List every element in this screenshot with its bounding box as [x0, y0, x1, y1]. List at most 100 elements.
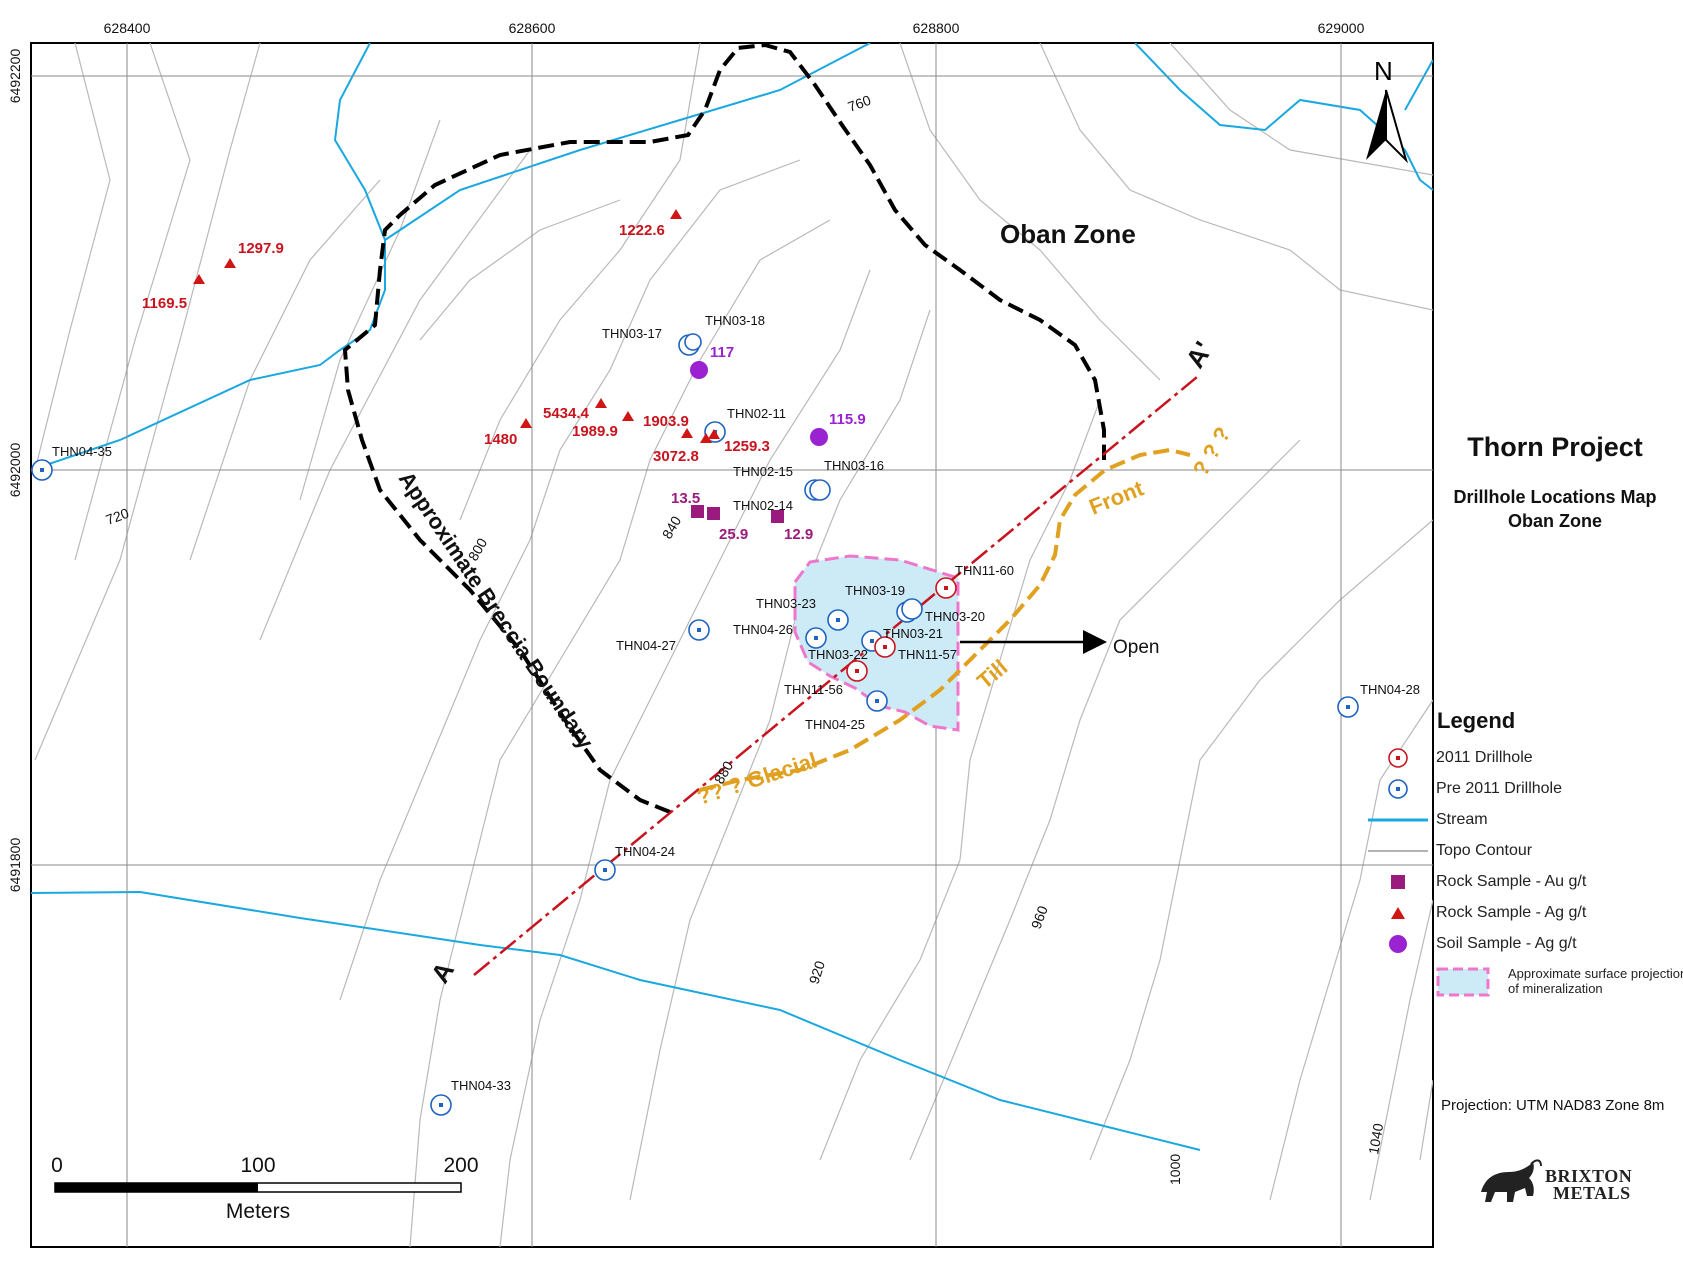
legend-item-mineralization: Approximate surface projection of minera…	[1436, 963, 1683, 999]
legend-label: Rock Sample - Ag g/t	[1436, 904, 1587, 921]
pre2011-drillholes	[31, 333, 1359, 1116]
legend-label: Topo Contour	[1436, 842, 1533, 859]
ag-value: 1297.9	[238, 240, 284, 257]
label-thn03-16: THN03-16	[824, 458, 884, 473]
legend-item-soil-ag: Soil Sample - Ag g/t	[1389, 930, 1577, 958]
svg-text:629000: 629000	[1318, 20, 1365, 36]
drillhole-2011-icon	[1388, 748, 1408, 768]
au-square	[707, 507, 720, 520]
soil-samples-ag	[690, 361, 828, 446]
au-value: 12.9	[784, 526, 813, 543]
drillhole-thn11-60	[935, 577, 957, 599]
stream-north-east	[1134, 43, 1433, 191]
legend-label: Pre 2011 Drillhole	[1436, 780, 1562, 797]
label-thn02-11: THN02-11	[727, 406, 786, 421]
projection-note: Projection: UTM NAD83 Zone 8m	[1441, 1097, 1665, 1114]
y-axis-ticks: 6492200 6492000 6491800	[7, 49, 23, 893]
breccia-boundary	[342, 43, 1106, 814]
legend-label: Stream	[1436, 811, 1488, 828]
contour-label-960: 960	[1028, 903, 1051, 931]
drillhole-thn04-28	[1337, 696, 1359, 718]
drillhole-thn04-24	[594, 859, 616, 881]
bull-icon	[1481, 1159, 1542, 1202]
contour-label-760: 760	[846, 92, 874, 115]
drillhole-thn04-25	[866, 690, 888, 712]
au-value: 13.5	[671, 490, 700, 507]
soil-dot	[690, 361, 708, 379]
ag-value: 3072.8	[653, 448, 699, 465]
legend-item-rock-au: Rock Sample - Au g/t	[1391, 868, 1587, 896]
rock-samples-au	[691, 505, 784, 523]
x-axis-ticks: 628400 628600 628800 629000	[104, 20, 1365, 36]
label-thn04-27: THN04-27	[616, 638, 676, 653]
au-square	[691, 505, 704, 518]
ag-triangle	[193, 274, 205, 284]
drillhole-thn11-57	[874, 636, 896, 658]
north-arrow-icon: N	[1366, 56, 1409, 164]
label-thn03-17: THN03-17	[602, 326, 662, 341]
open-label: Open	[1113, 637, 1159, 658]
au-value: 25.9	[719, 526, 748, 543]
drillhole-thn03-16	[809, 479, 831, 501]
section-line-a-a-prime	[473, 376, 1198, 976]
label-thn04-24: THN04-24	[615, 844, 675, 859]
legend-label: 2011 Drillhole	[1436, 749, 1533, 766]
svg-text:6492000: 6492000	[7, 443, 23, 498]
ag-value: 1480	[484, 431, 517, 448]
rock-samples-ag	[193, 209, 720, 443]
scale-bar: 0 100 200 Meters	[51, 1154, 478, 1223]
triangle-icon	[1391, 907, 1405, 919]
label-thn04-33: THN04-33	[451, 1078, 511, 1093]
soil-dot	[810, 428, 828, 446]
ag-value: 5434.4	[543, 405, 590, 422]
svg-text:628800: 628800	[913, 20, 960, 36]
label-thn04-28: THN04-28	[1360, 682, 1420, 697]
ag-triangle	[670, 209, 682, 219]
drillhole-pre2011-icon	[1388, 779, 1408, 799]
label-thn11-57: THN11-57	[898, 647, 957, 662]
drillhole-labels: THN03-17 THN03-18 THN02-11 THN02-15 THN0…	[52, 313, 1420, 1093]
rock-sample-ag-labels: 1297.9 1169.5 1222.6 5434.4 1480 1989.9 …	[142, 222, 770, 465]
drillhole-thn04-26	[805, 627, 827, 649]
label-thn02-14: THN02-14	[733, 498, 793, 513]
logo-text-line1: BRIXTON	[1545, 1166, 1633, 1186]
contour-label-720: 720	[104, 505, 132, 528]
ag-triangle	[681, 428, 693, 438]
ag-value: 1989.9	[572, 423, 618, 440]
ag-triangle	[224, 258, 236, 268]
streams	[31, 43, 1433, 1151]
ag-value: 1169.5	[142, 295, 187, 312]
label-thn03-18: THN03-18	[705, 313, 765, 328]
stream-north-west	[31, 43, 386, 471]
label-thn03-23: THN03-23	[756, 596, 816, 611]
ag-triangle	[622, 411, 634, 421]
legend-item-pre2011-drillhole: Pre 2011 Drillhole	[1388, 775, 1562, 803]
drillhole-thn03-20	[901, 598, 923, 620]
stream-south	[31, 890, 1201, 1151]
svg-text:628600: 628600	[509, 20, 556, 36]
legend-item-topo-contour: Topo Contour	[1368, 837, 1533, 865]
label-thn04-26: THN04-26	[733, 622, 793, 637]
square-icon	[1391, 875, 1405, 889]
legend-label: Soil Sample - Ag g/t	[1436, 935, 1577, 952]
map-subtitle: Drillhole Locations Map	[1453, 487, 1657, 507]
legend-item-stream: Stream	[1368, 806, 1488, 834]
legend-item-2011-drillhole: 2011 Drillhole	[1388, 744, 1533, 772]
project-title: Thorn Project	[1467, 432, 1643, 462]
map-frame	[30, 42, 1434, 1248]
drillhole-thn03-18	[684, 333, 702, 351]
legend-label: Rock Sample - Au g/t	[1436, 873, 1587, 890]
ag-value: 1222.6	[619, 222, 665, 239]
ag-triangle	[520, 418, 532, 428]
map-subtitle-zone: Oban Zone	[1508, 511, 1602, 531]
drillholes-2011	[846, 577, 957, 682]
contour-line-icon	[1368, 850, 1428, 852]
drillhole-thn04-33	[430, 1094, 452, 1116]
label-thn03-21: THN03-21	[883, 626, 943, 641]
drillhole-thn04-27	[688, 619, 710, 641]
svg-text:628400: 628400	[104, 20, 151, 36]
svg-text:200: 200	[443, 1154, 478, 1177]
ag-triangle	[708, 429, 720, 439]
brixton-metals-logo: BRIXTON METALS	[1475, 1150, 1655, 1210]
label-thn11-56: THN11-56	[784, 682, 843, 697]
